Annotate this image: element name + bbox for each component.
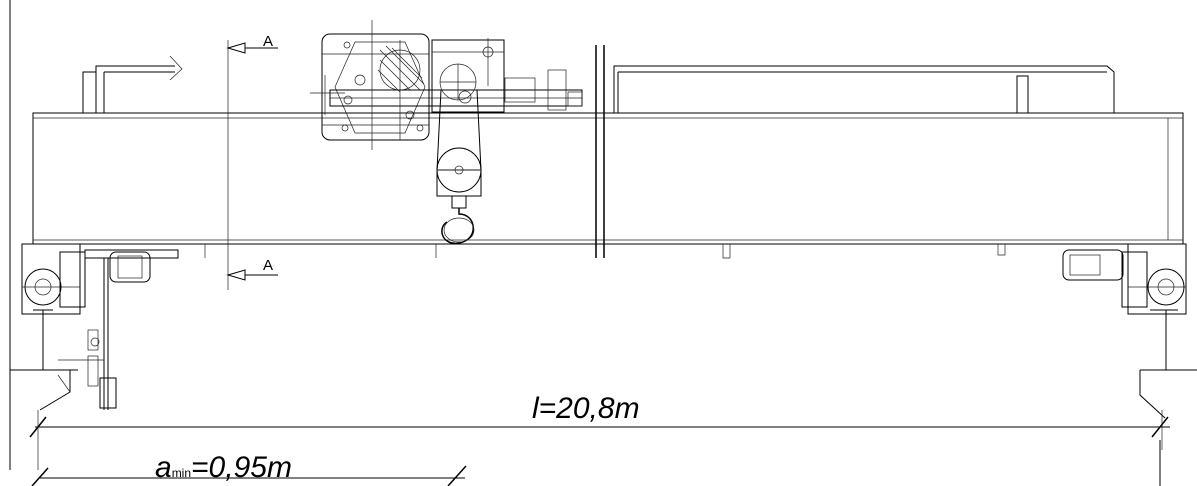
right-railing [613, 65, 1115, 114]
approach-subscript: min [172, 466, 191, 480]
left-railing [82, 55, 183, 113]
right-end-carriage [1062, 243, 1197, 486]
span-dimension-label: l=20,8m [532, 392, 640, 425]
left-end-carriage [21, 243, 179, 410]
section-mark-bottom: A [263, 257, 273, 274]
approach-dimension-label: amin=0,95m [155, 451, 292, 484]
span-dimension-line [29, 410, 1170, 470]
approach-dimension-line [31, 465, 467, 486]
girder-lugs [204, 244, 1006, 259]
hook-block [436, 89, 482, 244]
trolley [310, 20, 583, 150]
section-mark-top: A [263, 33, 273, 50]
main-girder [32, 45, 1184, 258]
approach-value: =0,95m [191, 451, 292, 484]
approach-main: a [155, 451, 172, 484]
left-rail-support [10, 369, 78, 411]
section-line [226, 40, 278, 290]
